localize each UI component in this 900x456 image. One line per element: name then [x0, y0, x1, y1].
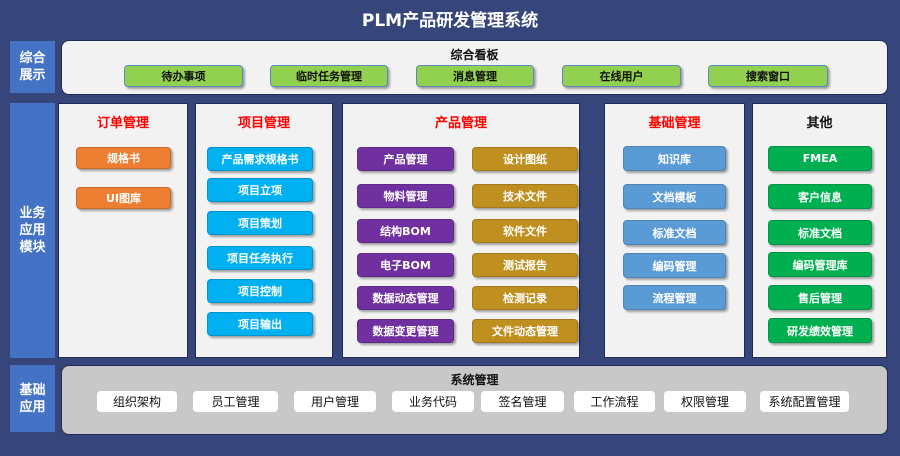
- order-panel: 订单管理: [58, 103, 188, 358]
- order-title: 订单管理: [96, 116, 149, 131]
- product-button[interactable]: 文件动态管理: [472, 319, 578, 343]
- product-button[interactable]: 检测记录: [472, 286, 578, 310]
- basic-button[interactable]: 流程管理: [623, 285, 726, 310]
- project-button[interactable]: 项目任务执行: [207, 246, 313, 270]
- product-button[interactable]: 测试报告: [472, 253, 578, 277]
- other-title: 其他: [806, 116, 833, 131]
- order-button[interactable]: 规格书: [76, 147, 171, 169]
- project-button[interactable]: 项目立项: [207, 178, 313, 202]
- basic-button[interactable]: 文档模板: [623, 184, 726, 209]
- dashboard-button[interactable]: 在线用户: [562, 65, 681, 87]
- basic-button[interactable]: 编码管理: [623, 253, 726, 278]
- product-button[interactable]: 软件文件: [472, 219, 578, 243]
- project-button[interactable]: 项目策划: [207, 211, 313, 235]
- section-label-base: 基础应用: [10, 365, 55, 432]
- product-button[interactable]: 电子BOM: [357, 253, 454, 277]
- system-button[interactable]: 组织架构: [97, 391, 177, 412]
- product-button[interactable]: 产品管理: [357, 147, 454, 171]
- product-button[interactable]: 技术文件: [472, 184, 578, 208]
- project-button[interactable]: 项目输出: [207, 312, 313, 336]
- system-button[interactable]: 员工管理: [193, 391, 278, 412]
- system-button[interactable]: 业务代码: [392, 391, 474, 412]
- system-button[interactable]: 权限管理: [664, 391, 746, 412]
- product-button[interactable]: 结构BOM: [357, 219, 454, 243]
- basic-title: 基础管理: [648, 116, 701, 131]
- app-title: PLM产品研发管理系统: [361, 11, 539, 31]
- other-button[interactable]: 售后管理: [768, 285, 872, 310]
- other-button[interactable]: 客户信息: [768, 184, 872, 209]
- product-button[interactable]: 数据动态管理: [357, 286, 454, 310]
- section-label-overview: 综合展示: [10, 41, 55, 93]
- dashboard-button[interactable]: 临时任务管理: [270, 65, 388, 87]
- order-button[interactable]: UI图库: [76, 187, 171, 209]
- project-title: 项目管理: [237, 116, 290, 131]
- product-button[interactable]: 数据变更管理: [357, 319, 454, 343]
- section-label-business: 业务应用模块: [10, 103, 55, 358]
- other-button[interactable]: 研发绩效管理: [768, 318, 872, 343]
- basic-button[interactable]: 知识库: [623, 146, 726, 171]
- other-button[interactable]: 标准文档: [768, 220, 872, 245]
- project-button[interactable]: 项目控制: [207, 279, 313, 303]
- dashboard-title: 综合看板: [450, 48, 499, 62]
- project-button[interactable]: 产品需求规格书: [207, 147, 313, 171]
- system-title: 系统管理: [450, 373, 499, 387]
- product-button[interactable]: 设计图纸: [472, 147, 578, 171]
- other-button[interactable]: 编码管理库: [768, 252, 872, 277]
- dashboard-button[interactable]: 消息管理: [416, 65, 534, 87]
- system-button[interactable]: 工作流程: [574, 391, 655, 412]
- product-button[interactable]: 物料管理: [357, 184, 454, 208]
- dashboard-button[interactable]: 待办事项: [124, 65, 243, 87]
- system-button[interactable]: 用户管理: [294, 391, 376, 412]
- product-title: 产品管理: [434, 116, 487, 131]
- basic-button[interactable]: 标准文档: [623, 220, 726, 245]
- dashboard-button[interactable]: 搜索窗口: [708, 65, 828, 87]
- other-button[interactable]: FMEA: [768, 146, 872, 171]
- system-button[interactable]: 签名管理: [481, 391, 564, 412]
- system-button[interactable]: 系统配置管理: [760, 391, 849, 412]
